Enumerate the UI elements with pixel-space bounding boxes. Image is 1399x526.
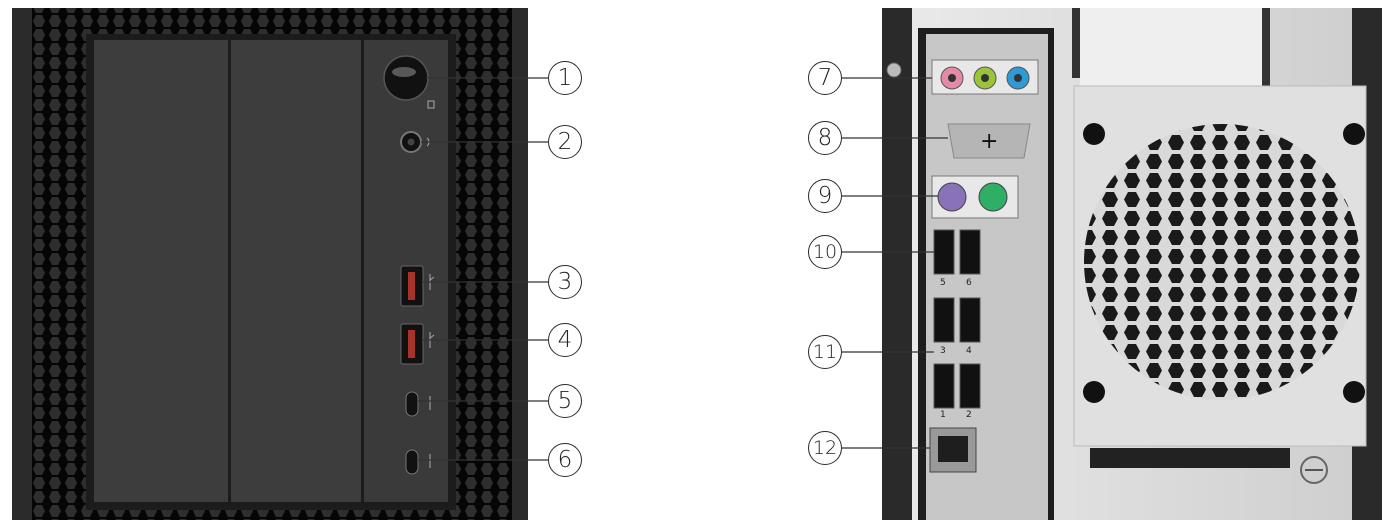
callout-ethernet-port: 12 <box>808 431 842 465</box>
front-usb-c-1 <box>405 391 419 417</box>
front-usb-c-2 <box>405 449 419 475</box>
rear-screw <box>886 62 902 78</box>
usb-port-label-2: 2 <box>966 410 972 420</box>
power-icon <box>427 100 435 109</box>
ps2-mouse <box>978 182 1008 212</box>
usb-port-label-6: 6 <box>966 278 972 288</box>
fan-grill <box>1084 124 1360 400</box>
rear-view: + <box>882 8 1382 520</box>
display-port-cover <box>947 123 1031 159</box>
power-button <box>383 55 429 101</box>
usb-port-label-5: 5 <box>940 278 946 288</box>
rear-leader-lines <box>842 77 948 449</box>
front-view <box>12 8 528 520</box>
plus-icon: + <box>980 129 998 154</box>
callout-usb-2-ports: 10 <box>808 235 842 269</box>
callout-audio-jacks: 7 <box>808 61 842 95</box>
callout-usb-a-2: 4 <box>548 323 582 357</box>
rear-usb-ports <box>933 229 981 409</box>
callout-usb-3-ports: 11 <box>808 335 842 369</box>
callout-ps2-ports: 9 <box>808 179 842 213</box>
usb-icon <box>429 274 435 468</box>
callout-power-button: 1 <box>548 61 582 95</box>
callout-headset-jack: 2 <box>548 125 582 159</box>
callout-display-port-cover: 8 <box>808 121 842 155</box>
front-leader-lines <box>418 77 548 461</box>
ps2-keyboard <box>937 182 967 212</box>
usb-port-label-1: 1 <box>940 410 946 420</box>
bay-cover-1 <box>94 40 228 502</box>
usb-port-label-3: 3 <box>940 346 946 356</box>
fan-screw <box>1083 123 1105 145</box>
callout-usb-a-1: 3 <box>548 265 582 299</box>
usb-port-label-4: 4 <box>966 346 972 356</box>
callout-usb-c-2: 6 <box>548 443 582 477</box>
bay-cover-2 <box>231 40 361 502</box>
callout-usb-c-1: 5 <box>548 384 582 418</box>
